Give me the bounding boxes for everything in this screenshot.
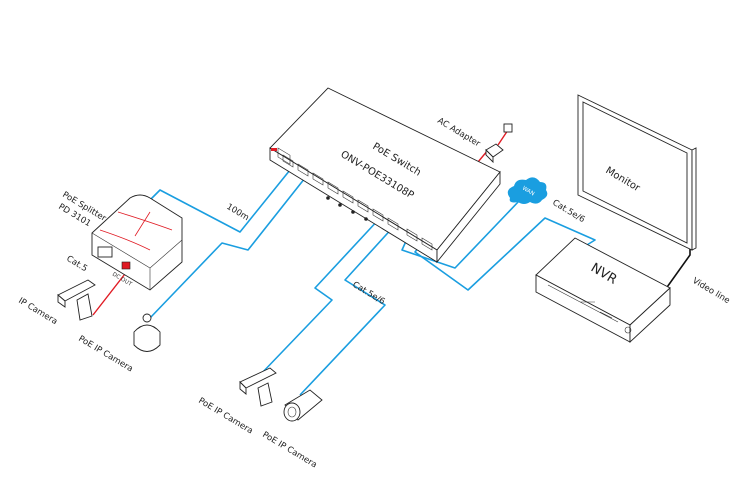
- power-led-icon: [271, 148, 277, 151]
- cable-switch-to-dome-camera: [149, 177, 306, 319]
- splitter-rj45-port: [97, 246, 113, 258]
- switch-ports: [277, 147, 291, 165]
- camera-ip-box: IP Camera: [16, 279, 96, 327]
- cable-label-100m: 100m: [224, 202, 250, 223]
- cable-switch-to-bullet-camera: [299, 224, 396, 396]
- camera-poe-dome: PoE IP Camera: [76, 313, 161, 374]
- splitter-dc-out-port: [121, 261, 131, 270]
- power-outlet-icon: [503, 123, 513, 133]
- camera-label-0: IP Camera: [16, 296, 59, 327]
- cable-switch-to-splitter: [149, 169, 291, 233]
- cable-label-cat5e6: Cat.5e/6: [350, 280, 386, 307]
- poe-switch: PoE Switch ONV-POE33108P: [269, 87, 501, 264]
- cable-label-video-line: Video line: [690, 276, 731, 306]
- camera-poe-box: PoE IP Camera: [196, 367, 277, 436]
- cable-label-cat5: Cat.5: [64, 254, 89, 274]
- camera-label-3: PoE IP Camera: [260, 430, 318, 470]
- camera-label-2: PoE IP Camera: [196, 396, 254, 436]
- nvr: NVR: [535, 237, 671, 344]
- cable-label-switch-to-nvr: Cat.5e/6: [550, 198, 586, 225]
- cable-switch-to-box-camera: [259, 217, 381, 376]
- rj45-ports: [282, 154, 433, 251]
- port-dots: [326, 196, 368, 221]
- camera-label-1: PoE IP Camera: [76, 334, 134, 374]
- poe-splitter: PoE Splitter PD 3101 DC OUT: [56, 190, 183, 291]
- wan-cloud: WAN: [507, 177, 548, 204]
- cable-splitter-dc-out: [92, 269, 129, 316]
- monitor: Monitor: [577, 94, 697, 251]
- wan-label: WAN: [521, 186, 535, 198]
